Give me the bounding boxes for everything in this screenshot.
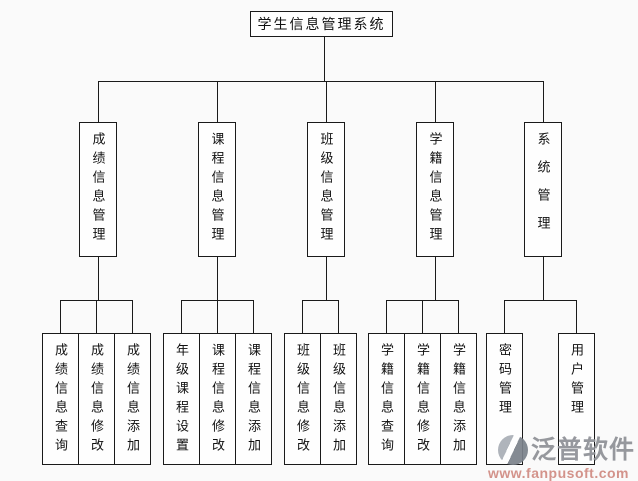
leaf-label: 成绩信息添加: [125, 343, 140, 457]
node-leaf-score-query: 成绩信息查询: [42, 333, 79, 465]
leaf-label: 用户管理: [569, 343, 584, 419]
node-leaf-class-add: 班级信息添加: [320, 333, 357, 465]
node-leaf-enrollment-query: 学籍信息查询: [368, 333, 405, 465]
node-leaf-enrollment-modify: 学籍信息修改: [404, 333, 441, 465]
node-leaf-user-mgmt: 用户管理: [558, 333, 595, 465]
branch-label: 系统管理: [535, 132, 551, 244]
node-root: 学生信息管理系统: [250, 11, 393, 37]
leaf-label: 班级信息修改: [295, 343, 310, 457]
leaf-label: 班级信息添加: [331, 343, 346, 457]
node-leaf-class-modify: 班级信息修改: [284, 333, 321, 465]
node-leaf-score-add: 成绩信息添加: [114, 333, 151, 465]
leaf-label: 学籍信息添加: [451, 343, 466, 457]
leaf-label: 成绩信息查询: [53, 343, 68, 457]
branch-label: 学籍信息管理: [427, 132, 443, 246]
leaf-label: 成绩信息修改: [89, 343, 104, 457]
node-branch-class-info-mgmt: 班级信息管理: [307, 122, 345, 257]
leaf-label: 密码管理: [497, 343, 512, 419]
node-leaf-course-add: 课程信息添加: [235, 333, 272, 465]
leaf-label: 年级课程设置: [174, 343, 189, 457]
node-root-label: 学生信息管理系统: [257, 16, 386, 32]
leaf-label: 学籍信息查询: [379, 343, 394, 457]
node-branch-enrollment-info-mgmt: 学籍信息管理: [416, 122, 454, 257]
node-leaf-password-mgmt: 密码管理: [486, 333, 523, 465]
node-branch-course-info-mgmt: 课程信息管理: [198, 122, 236, 257]
leaf-label: 课程信息修改: [210, 343, 225, 457]
node-leaf-score-modify: 成绩信息修改: [78, 333, 115, 465]
branch-label: 班级信息管理: [318, 132, 334, 246]
node-branch-score-info-mgmt: 成绩信息管理: [79, 122, 117, 257]
node-leaf-enrollment-add: 学籍信息添加: [440, 333, 477, 465]
branch-label: 成绩信息管理: [90, 132, 106, 246]
leaf-label: 课程信息添加: [246, 343, 261, 457]
node-leaf-grade-course-setup: 年级课程设置: [163, 333, 200, 465]
branch-label: 课程信息管理: [209, 132, 225, 246]
node-leaf-course-modify: 课程信息修改: [199, 333, 236, 465]
leaf-label: 学籍信息修改: [415, 343, 430, 457]
node-branch-system-mgmt: 系统管理: [524, 122, 562, 257]
